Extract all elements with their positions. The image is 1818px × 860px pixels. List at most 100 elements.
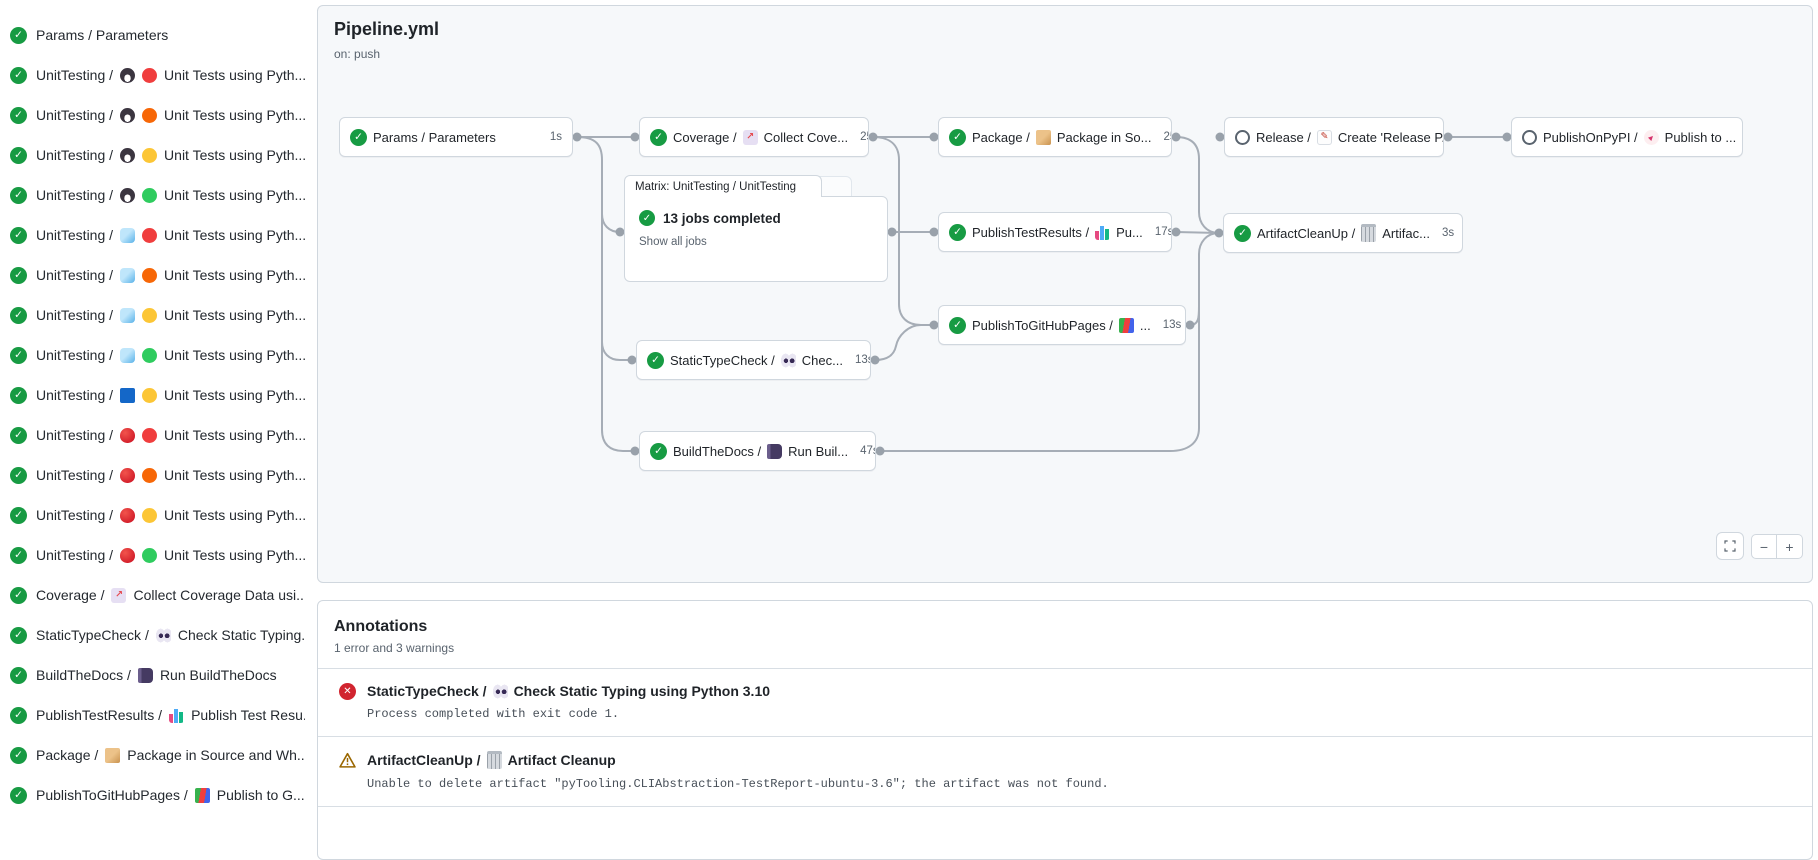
annotation-error-message: Process completed with exit code 1.	[367, 707, 620, 721]
dependency-edges	[572, 132, 1512, 456]
job-list-item[interactable]: ✓Params / Parameters	[10, 15, 305, 55]
wastebasket-icon	[486, 751, 502, 769]
pipeline-node-publish-to-github-pages[interactable]: ✓PublishToGitHubPages /...13s	[938, 305, 1186, 345]
success-icon: ✓	[10, 506, 27, 524]
ice-cube-icon	[120, 267, 136, 283]
annotation-error-title[interactable]: StaticTypeCheck / Check Static Typing us…	[367, 683, 771, 699]
job-list-item[interactable]: ✓UnitTesting /Unit Tests using Pyth...	[10, 295, 305, 335]
pipeline-node-release[interactable]: Release /✎Create 'Release P...	[1224, 117, 1444, 157]
python-green-icon	[142, 347, 158, 363]
apple-icon	[120, 507, 136, 523]
node-step-label: Collect Cove...	[763, 129, 849, 145]
job-list-item[interactable]: ✓UnitTesting /Unit Tests using Pyth...	[10, 255, 305, 295]
job-list-item[interactable]: ✓Package /Package in Source and Wh...	[10, 735, 305, 775]
job-list-item[interactable]: ✓ UnitTesting /Unit Tests using Pyth...	[10, 175, 305, 215]
zoom-out-button[interactable]: −	[1751, 534, 1777, 559]
matrix-group-tab[interactable]: Matrix: UnitTesting / UnitTesting	[624, 175, 822, 197]
pipeline-node-static-type-check[interactable]: ✓StaticTypeCheck /Chec...13s	[636, 340, 871, 380]
job-list-item[interactable]: ✓PublishTestResults /Publish Test Resu..…	[10, 695, 305, 735]
job-list-item-label: UnitTesting /Unit Tests using Pyth...	[36, 227, 305, 243]
pipeline-trigger: on: push	[334, 47, 381, 61]
node-job-label: Release /	[1256, 129, 1311, 145]
job-list-item[interactable]: ✓UnitTesting /Unit Tests using Pyth...	[10, 215, 305, 255]
bar-chart-icon	[1095, 224, 1111, 240]
show-all-jobs-link[interactable]: Show all jobs	[639, 236, 707, 248]
job-list: ✓Params / Parameters✓UnitTesting /Unit T…	[0, 0, 305, 815]
zoom-controls: − +	[1751, 534, 1803, 559]
matrix-tab-label: Matrix: UnitTesting / UnitTesting	[635, 180, 797, 193]
job-list-item[interactable]: ✓UnitTesting /Unit Tests using Pyth...	[10, 335, 305, 375]
node-duration: 3s	[1441, 227, 1455, 239]
pipeline-node-publish-test-results[interactable]: ✓PublishTestResults /Pu...17s	[938, 212, 1172, 252]
python-orange-icon	[142, 267, 158, 283]
eyes-icon	[780, 352, 796, 368]
annotation-warning-title[interactable]: ArtifactCleanUp / Artifact Cleanup	[367, 751, 616, 769]
pipeline-node-build-the-docs[interactable]: ✓BuildTheDocs /Run Buil...47s	[639, 431, 876, 471]
python-green-icon	[142, 547, 158, 563]
job-list-item[interactable]: ✓UnitTesting /Unit Tests using Pyth...	[10, 535, 305, 575]
python-red-icon	[142, 427, 158, 443]
chart-increasing-icon: ↗	[742, 129, 758, 145]
job-list-item[interactable]: ✓UnitTesting /Unit Tests using Pyth...	[10, 55, 305, 95]
node-job-label: BuildTheDocs /	[673, 443, 762, 459]
rocket-icon: ▲	[1640, 126, 1662, 148]
job-list-item[interactable]: ✓UnitTesting /Unit Tests using Pyth...	[10, 375, 305, 415]
job-list-item-label: UnitTesting /Unit Tests using Pyth...	[36, 67, 305, 83]
linux-icon	[120, 67, 136, 83]
bar-chart-icon	[169, 707, 185, 723]
books-icon	[1118, 317, 1134, 333]
success-icon: ✓	[10, 786, 27, 804]
job-list-item-label: UnitTesting /Unit Tests using Pyth...	[36, 467, 305, 483]
node-job-label: Coverage /	[673, 129, 737, 145]
skipped-icon	[1235, 129, 1250, 145]
node-job-label: StaticTypeCheck /	[670, 352, 775, 368]
node-duration: 25s	[860, 131, 868, 143]
apple-icon	[120, 547, 136, 563]
success-icon: ✓	[10, 26, 27, 44]
ice-cube-icon	[120, 227, 136, 243]
success-icon: ✓	[10, 186, 27, 204]
python-yellow-icon	[142, 387, 158, 403]
node-step-label: Run Buil...	[788, 443, 849, 459]
job-list-item[interactable]: ✓UnitTesting /Unit Tests using Pyth...	[10, 95, 305, 135]
success-icon: ✓	[10, 146, 27, 164]
success-icon: ✓	[639, 210, 655, 226]
job-list-item[interactable]: ✓UnitTesting /Unit Tests using Pyth...	[10, 135, 305, 175]
success-icon: ✓	[10, 346, 27, 364]
fullscreen-button[interactable]	[1716, 532, 1744, 560]
zoom-in-button[interactable]: +	[1777, 534, 1803, 559]
pipeline-node-publish-on-pypi[interactable]: PublishOnPyPI /▲Publish to ...	[1511, 117, 1743, 157]
pipeline-node-coverage[interactable]: ✓ Coverage / ↗ Collect Cove... 25s	[639, 117, 869, 157]
job-list-item[interactable]: ✓UnitTesting /Unit Tests using Pyth...	[10, 495, 305, 535]
job-list-item[interactable]: ✓PublishToGitHubPages /Publish to G...	[10, 775, 305, 815]
node-step-label: Create 'Release P...	[1337, 129, 1444, 145]
chart-increasing-icon: ↗	[111, 587, 127, 603]
job-list-item-label: Package /Package in Source and Wh...	[36, 747, 305, 763]
job-list-item[interactable]: ✓UnitTesting /Unit Tests using Pyth...	[10, 415, 305, 455]
success-icon: ✓	[949, 223, 966, 241]
success-icon: ✓	[10, 626, 27, 644]
annotations-summary: 1 error and 3 warnings	[334, 641, 455, 655]
job-list-item[interactable]: ✓UnitTesting /Unit Tests using Pyth...	[10, 455, 305, 495]
job-list-item[interactable]: ✓Coverage /↗Collect Coverage Data usi...	[10, 575, 305, 615]
notebook-icon	[767, 443, 783, 459]
annotations-title: Annotations	[334, 618, 428, 635]
python-green-icon	[142, 187, 158, 203]
pipeline-title: Pipeline.yml	[334, 19, 440, 39]
linux-icon	[120, 187, 136, 203]
job-list-item-label: StaticTypeCheck /Check Static Typing...	[36, 627, 305, 643]
node-step-label: Chec...	[801, 352, 843, 368]
pipeline-graph-panel: Pipeline.yml on: push	[317, 5, 1813, 583]
success-icon: ✓	[650, 128, 667, 146]
python-yellow-icon	[142, 307, 158, 323]
job-list-item[interactable]: ✓ StaticTypeCheck /Check Static Typing...	[10, 615, 305, 655]
job-list-item-label: UnitTesting /Unit Tests using Pyth...	[36, 187, 305, 203]
node-job-label: Package /	[972, 129, 1030, 145]
success-icon: ✓	[10, 546, 27, 564]
node-job-label: ArtifactCleanUp /	[1257, 225, 1356, 241]
pipeline-node-package[interactable]: ✓Package /Package in So...25s	[938, 117, 1172, 157]
pipeline-node-artifact-cleanup[interactable]: ✓ArtifactCleanUp /Artifac...3s	[1223, 213, 1463, 253]
apple-icon	[120, 467, 136, 483]
job-list-item[interactable]: ✓BuildTheDocs /Run BuildTheDocs	[10, 655, 305, 695]
